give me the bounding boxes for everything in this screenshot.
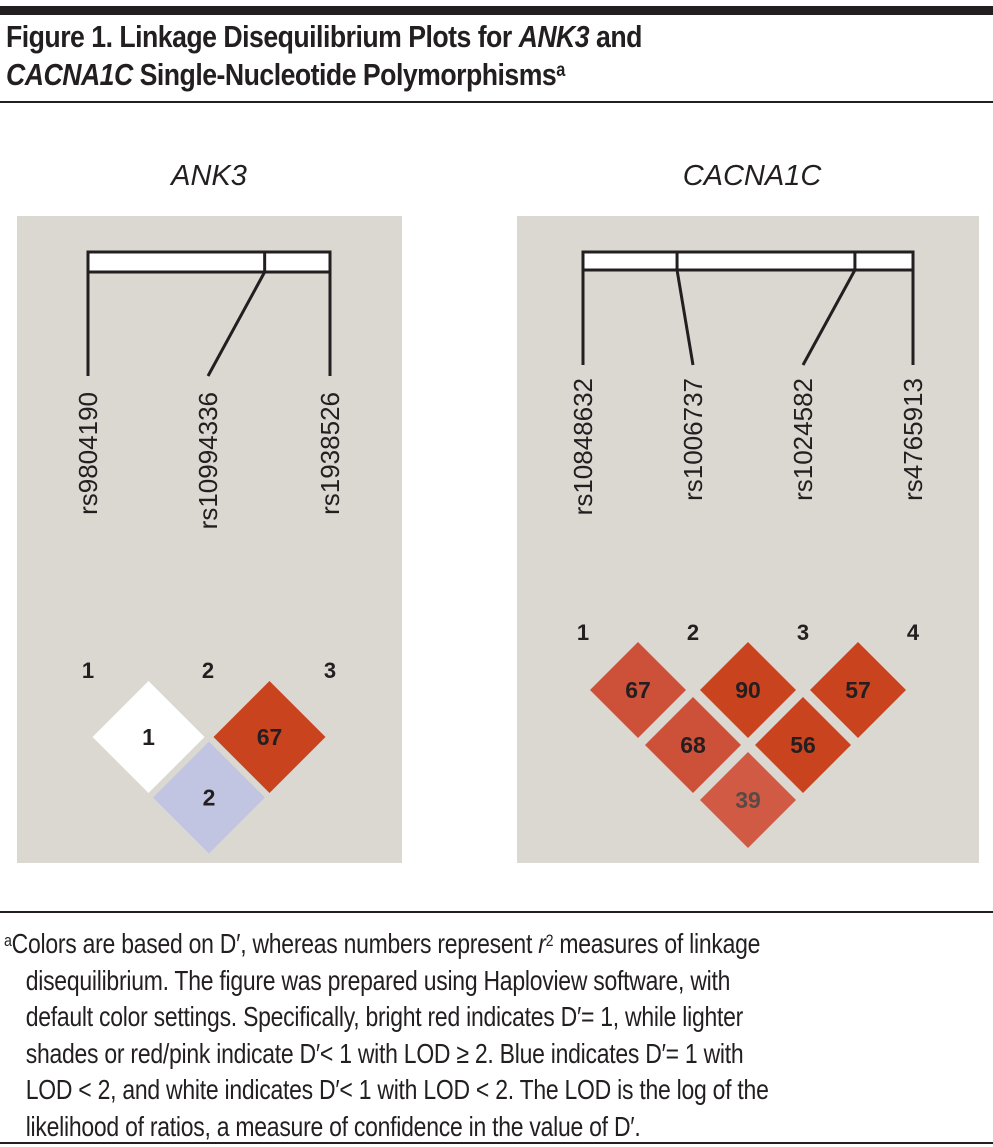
cacna1c-ld-cell-1-4 <box>700 752 796 848</box>
cacna1c-ld-value-3-4: 57 <box>845 677 871 703</box>
cacna1c-ld-value-2-4: 56 <box>790 732 816 758</box>
cacna1c-ld-cell-1-2 <box>590 642 686 738</box>
cacna1c-ld-cell-1-3 <box>645 697 741 793</box>
title-gene-ank3: ANK3 <box>518 19 590 54</box>
cacna1c-snp-label: rs4765913 <box>898 378 928 501</box>
figure-title: Figure 1. Linkage Disequilibrium Plots f… <box>6 18 849 94</box>
ank3-snp-label: rs10994336 <box>193 392 223 529</box>
footnote: aColors are based on D′, whereas numbers… <box>4 926 964 1145</box>
ank3-ld-value-1-3: 2 <box>203 785 216 811</box>
cacna1c-snp-label: rs1006737 <box>678 378 708 501</box>
footnote-line-6: likelihood of ratios, a measure of confi… <box>25 1110 641 1142</box>
cacna1c-snp-label: rs1024582 <box>788 378 818 501</box>
ank3-ld-value-2-3: 67 <box>257 724 283 750</box>
title-bottom-rule <box>0 101 993 103</box>
cacna1c-panel: CACNA1C rs108486321rs10067372rs10245823r… <box>517 160 979 863</box>
bottom-rule <box>0 1142 993 1144</box>
ld-plots: ANK3 rs9804190 1 rs10994336 2 rs1938526 3 1 67 2… <box>17 160 979 863</box>
footnote-line-5: LOD < 2, and white indicates D′< 1 with … <box>25 1074 769 1105</box>
cacna1c-marker-number: 4 <box>907 620 920 645</box>
footnote-superscript: 2 <box>545 931 554 950</box>
ank3-marker-number: 2 <box>202 658 214 683</box>
cacna1c-ld-cell-2-3 <box>700 642 796 738</box>
footnote-line-4: shades or red/pink indicate D′< 1 with L… <box>25 1037 744 1069</box>
title-line-1: Figure 1. Linkage Disequilibrium Plots f… <box>6 18 849 56</box>
ank3-panel-title: ANK3 <box>169 160 247 192</box>
cacna1c-snp-connector <box>675 269 695 366</box>
ank3-ld-value-1-2: 1 <box>142 724 155 750</box>
cacna1c-ld-value-2-3: 90 <box>735 677 761 703</box>
cacna1c-marker-number: 2 <box>687 620 699 645</box>
cacna1c-marker-number: 3 <box>797 620 809 645</box>
top-rule <box>0 6 993 15</box>
cacna1c-ld-cell-2-4 <box>755 697 851 793</box>
title-text-suffix: Single-Nucleotide Polymorphisms <box>132 57 557 92</box>
cacna1c-ld-value-1-3: 68 <box>680 732 706 758</box>
footnote-text: measures of linkage <box>553 928 761 959</box>
ank3-snp-connector <box>206 271 266 377</box>
cacna1c-ld-value-1-4: 39 <box>735 787 761 813</box>
footnote-text: Colors are based on D′, whereas numbers … <box>11 928 539 959</box>
title-text-and: and <box>589 19 642 54</box>
title-gene-cacna1c: CACNA1C <box>6 57 133 92</box>
footnote-top-rule <box>0 911 993 913</box>
cacna1c-ld-cell-3-4 <box>810 642 906 738</box>
cacna1c-marker-number: 1 <box>577 620 589 645</box>
ank3-ld-cell-1-3 <box>153 741 265 854</box>
cacna1c-plot: rs10848632 1 rs1006737 2 rs1024582 3 rs4765913… <box>568 250 928 848</box>
title-footnote-mark: a <box>556 60 565 81</box>
ank3-ld-cell-1-2 <box>92 681 205 793</box>
ank3-gene-bar <box>86 250 332 274</box>
cacna1c-ld-value-1-2: 67 <box>625 677 651 703</box>
ank3-ld-cell-2-3 <box>213 681 326 793</box>
title-line-2: CACNA1C Single-Nucleotide Polymorphismsa <box>6 56 849 94</box>
ank3-marker-number: 1 <box>82 658 94 683</box>
footnote-r-variable: r <box>538 928 546 959</box>
footnote-mark: a <box>4 931 12 950</box>
cacna1c-gene-bar <box>581 250 915 272</box>
footnote-line-1: aColors are based on D′, whereas numbers… <box>4 926 964 963</box>
ank3-panel: ANK3 rs9804190 1 rs10994336 2 rs1938526 3 1 67 2 <box>17 160 402 863</box>
cacna1c-snp-connector <box>801 269 857 366</box>
cacna1c-snp-label: rs10848632 <box>568 378 598 515</box>
footnote-line-2: disequilibrium. The figure was prepared … <box>25 964 731 996</box>
ank3-snp-label: rs9804190 <box>73 392 103 515</box>
cacna1c-panel-title: CACNA1C <box>683 160 823 192</box>
footnote-line-3: default color settings. Specifically, br… <box>25 1001 744 1032</box>
ank3-snp-label: rs1938526 <box>315 392 345 515</box>
ank3-plot: rs9804190 1 rs10994336 2 rs1938526 3 1 67 2 <box>73 250 345 854</box>
title-text: Figure 1. Linkage Disequilibrium Plots f… <box>6 19 519 54</box>
ank3-marker-number: 3 <box>324 658 336 683</box>
